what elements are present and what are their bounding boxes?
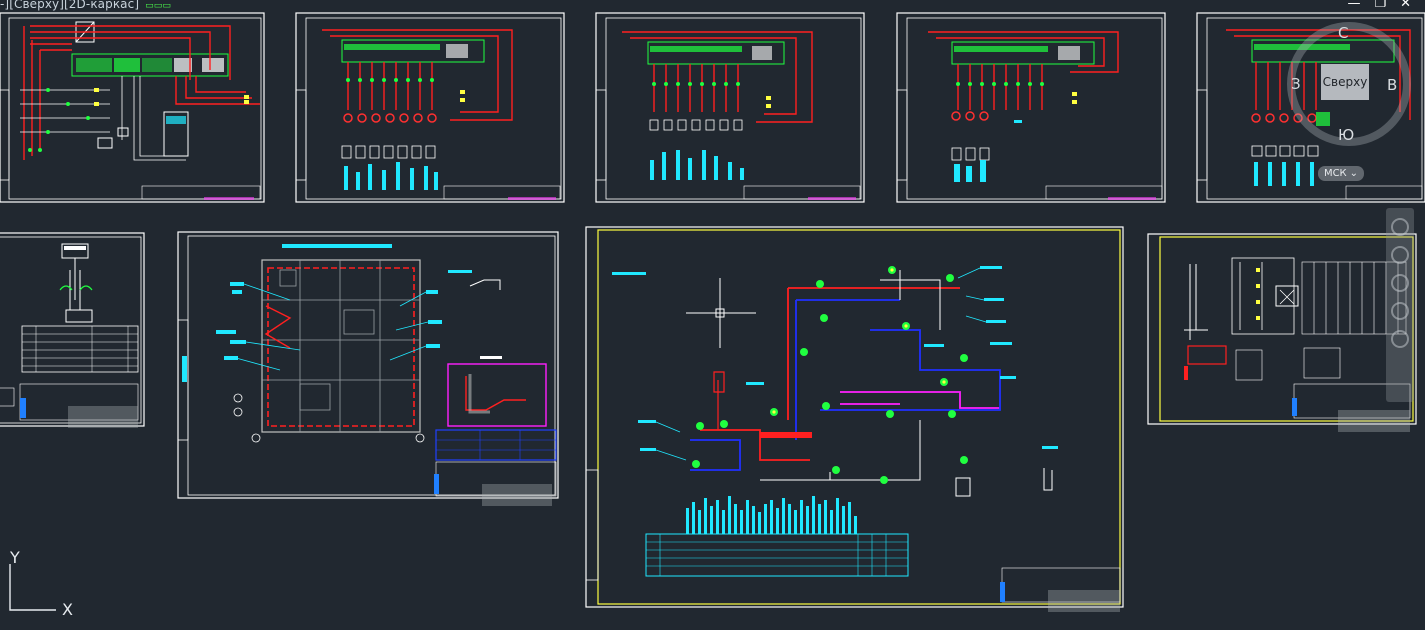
navigation-bar [1386, 208, 1414, 402]
viewcube-compass-ring[interactable] [1287, 22, 1411, 146]
close-icon[interactable]: ✕ [1400, 0, 1411, 11]
ucs-menu-label: МСК [1323, 168, 1347, 179]
compass-east-label[interactable]: В [1387, 76, 1398, 94]
chevron-down-icon: ⌄ [1349, 168, 1359, 179]
showmotion-icon[interactable] [1391, 330, 1409, 348]
sheet-6-riser-diagram[interactable] [0, 232, 145, 428]
minimize-icon[interactable]: — [1347, 0, 1361, 11]
sheet-4-panel-schematic[interactable] [896, 12, 1166, 203]
ucs-y-label: Y [10, 548, 20, 567]
ucs-menu-button[interactable]: МСК ⌄ [1318, 166, 1364, 181]
sheet-2-panel-schematic[interactable] [295, 12, 565, 203]
dimension-marker: ▭▭▭ [145, 1, 171, 11]
sheet-8-piping-scheme[interactable] [585, 226, 1124, 612]
viewport-view-text[interactable]: -][Сверху][2D-каркас] [0, 0, 140, 11]
window-controls: — ❐ ✕ [1347, 0, 1411, 11]
viewcube-top-face[interactable]: Сверху [1321, 64, 1369, 100]
ucs-axes-icon [9, 564, 56, 611]
sheet-7-floor-plan[interactable] [177, 231, 559, 506]
compass-north-label[interactable]: С [1338, 24, 1349, 42]
pan-icon[interactable] [1391, 246, 1409, 264]
sheet-3-panel-schematic[interactable] [595, 12, 865, 203]
steering-wheel-icon[interactable] [1391, 218, 1409, 236]
sheet-9-cabinet-layout[interactable] [1147, 233, 1417, 432]
ucs-x-label: X [62, 600, 73, 619]
compass-south-label[interactable]: Ю [1338, 126, 1355, 144]
orbit-icon[interactable] [1391, 302, 1409, 320]
zoom-icon[interactable] [1391, 274, 1409, 292]
sheet-1-wiring-diagram[interactable] [0, 12, 265, 203]
viewport-controls-label[interactable]: -][Сверху][2D-каркас] ▭▭▭ [0, 0, 171, 11]
viewcube[interactable]: Сверху С Ю З В [1287, 22, 1413, 148]
compass-west-label[interactable]: З [1291, 75, 1301, 93]
restore-icon[interactable]: ❐ [1374, 0, 1387, 11]
ucs-axis-icon: Y X [6, 548, 76, 619]
